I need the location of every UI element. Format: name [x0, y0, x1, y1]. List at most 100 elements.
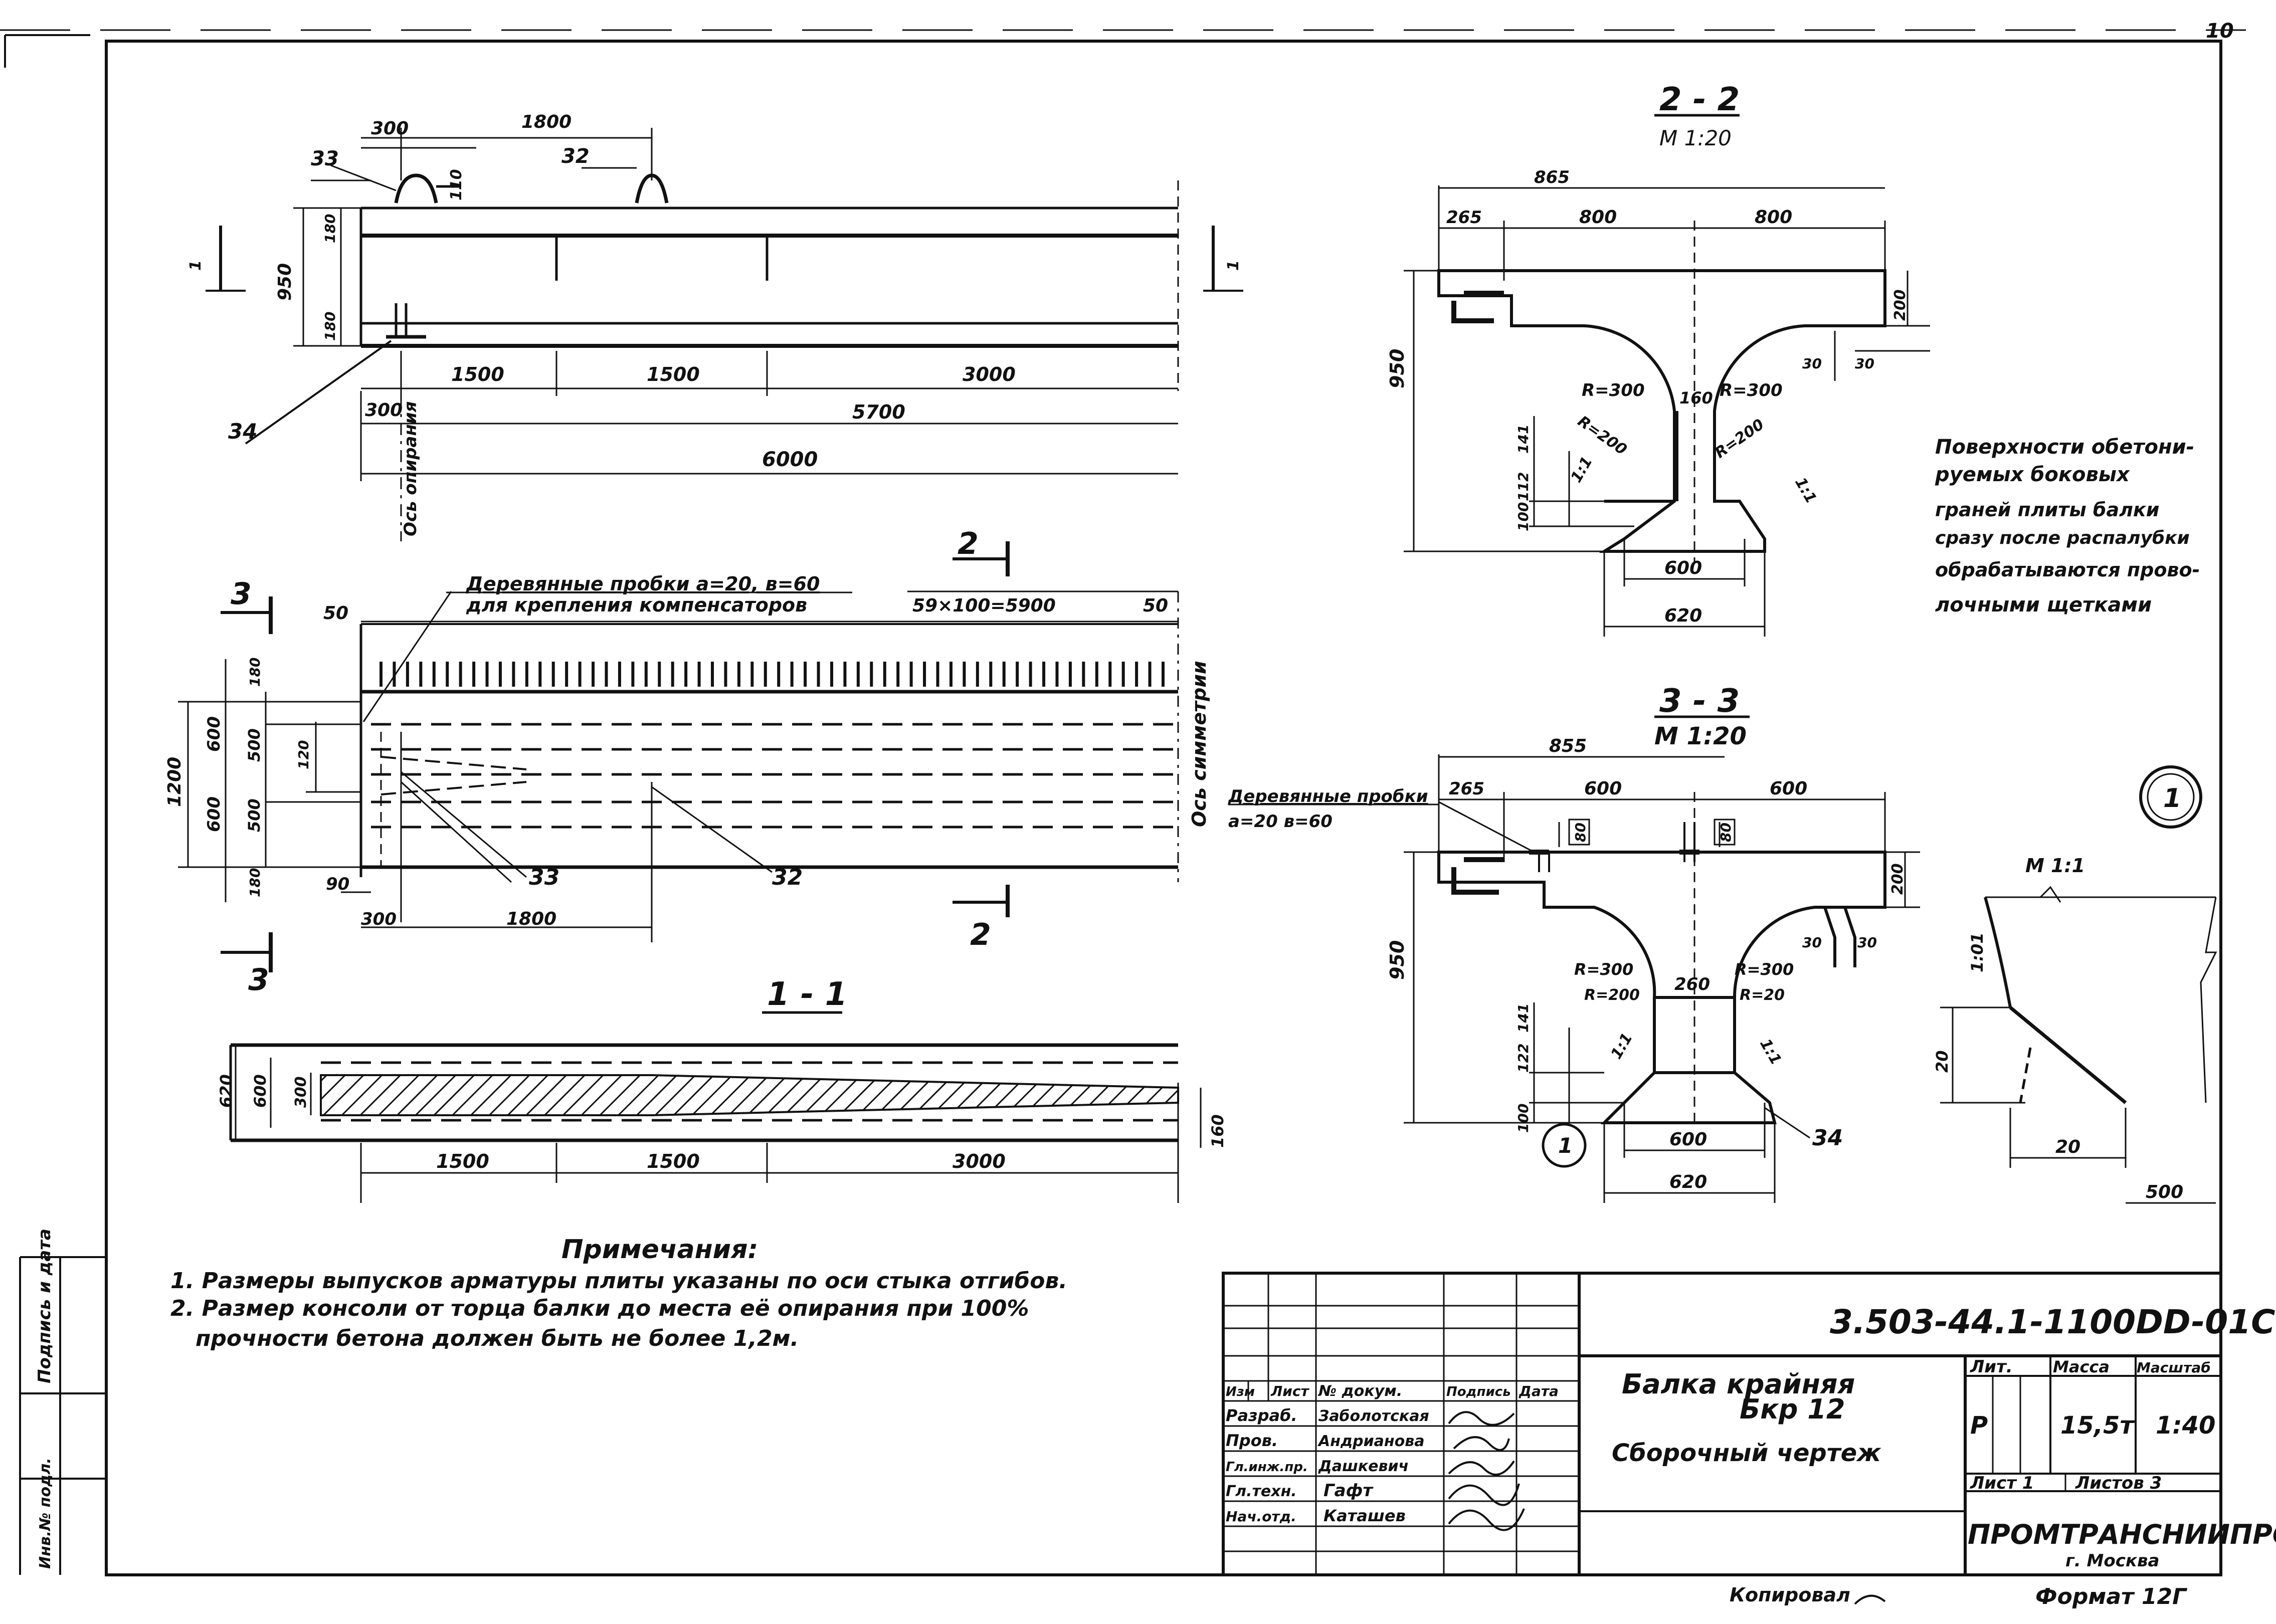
- plan-dim-50-right: 50: [1143, 595, 1168, 616]
- sec22-title: 2 - 2: [1659, 81, 1740, 118]
- section-2-2: [1404, 114, 1930, 637]
- sec33-dim-122: 122: [1515, 1044, 1532, 1073]
- sec33-title: 3 - 3: [1659, 683, 1740, 720]
- sec22-r200-right: R=200: [1712, 416, 1768, 462]
- elevation-labels: 300 1800 33 32 110 1500 1500 3000 300 57…: [187, 112, 1242, 536]
- elev-loop-h: 110: [448, 169, 465, 200]
- title-block: [1222, 1272, 2222, 1605]
- plan-dim-600b: 600: [204, 796, 224, 832]
- sec33-r300-left: R=300: [1574, 960, 1633, 979]
- notes-title: Примечания:: [561, 1235, 758, 1265]
- stamp-mass-label: Масса: [2053, 1357, 2110, 1376]
- elev-dim-5700: 5700: [852, 401, 905, 423]
- stamp-scale-value: 1:40: [2156, 1411, 2215, 1440]
- surface-note-4: сразу после распалубки: [1935, 528, 2190, 548]
- plan-dim-600a: 600: [204, 716, 224, 752]
- note-2b: прочности бетона должен быть не более 1,…: [196, 1326, 799, 1351]
- stamp-name-4: Гафт: [1323, 1481, 1374, 1501]
- surface-note-6: лочными щетками: [1935, 593, 2152, 617]
- node-1: [1940, 765, 2222, 1213]
- stamp-lit-value: Р: [1970, 1411, 1988, 1440]
- side-label-signature: Подпись и дата: [35, 1229, 55, 1383]
- sec33-dim-620: 620: [1669, 1172, 1707, 1192]
- sec33-dim-141: 141: [1515, 1003, 1532, 1033]
- elev-dim-1800: 1800: [521, 112, 572, 132]
- stamp-name-2: Андрианова: [1317, 1433, 1424, 1450]
- sec11-dim-3000: 3000: [953, 1150, 1006, 1172]
- plan-dim-pitch: 59×100=5900: [912, 595, 1056, 616]
- sec33-flange: 200: [1889, 863, 1907, 895]
- plan-mark-32: 32: [772, 865, 803, 890]
- node1-dim-20v: 20: [1933, 1050, 1952, 1073]
- node1-dim-20h: 20: [2055, 1137, 2080, 1157]
- stamp-role-5: Нач.отд.: [1226, 1508, 1296, 1525]
- plan-axis-sym: Ось симметрии: [1188, 661, 1210, 827]
- elev-cut-left: 1: [187, 260, 205, 271]
- elev-flange-top: 180: [322, 214, 338, 243]
- sec22-dim-141: 141: [1515, 425, 1532, 454]
- org-city: г. Москва: [2065, 1551, 2159, 1571]
- sec11-title: 1 - 1: [767, 976, 847, 1013]
- sec22-flange: 200: [1891, 289, 1909, 321]
- sec22-dim-800a: 800: [1579, 207, 1617, 228]
- sec22-dim-600: 600: [1664, 558, 1702, 578]
- elev-flange-bot: 180: [322, 312, 338, 341]
- note-2: 2. Размер консоли от торца балки до мест…: [170, 1296, 1029, 1321]
- elev-dim-1500b: 1500: [647, 363, 700, 385]
- sec33-r20-right: R=20: [1740, 986, 1785, 1004]
- plan-dim-120: 120: [295, 740, 312, 769]
- plan-mark-33: 33: [529, 865, 559, 890]
- plan-cut2-top: 2: [958, 526, 979, 561]
- sec22-dim-620: 620: [1664, 605, 1702, 626]
- sec33-plug-dim-a: 80: [1572, 823, 1589, 842]
- sec22-r300-right: R=300: [1720, 380, 1783, 400]
- org-name: ПРОМТРАНСНИИПРОЕКТ: [1968, 1519, 2276, 1550]
- beam-plan: [178, 541, 1179, 972]
- sec22-web: 160: [1679, 388, 1713, 408]
- sec22-dim-100: 100: [1515, 502, 1532, 531]
- plan-dim-500a: 500: [245, 728, 264, 762]
- stamp-h-sign: Подпись: [1446, 1384, 1511, 1399]
- elev-dim-1500a: 1500: [451, 363, 504, 385]
- plan-width: 1200: [164, 757, 185, 807]
- elev-mark-32: 32: [561, 145, 590, 168]
- doc-code: 3.503-44.1-1100DD-01СБ: [1830, 1303, 2276, 1341]
- sec22-dim-265: 265: [1446, 208, 1482, 228]
- sec33-r300-right: R=300: [1735, 960, 1794, 979]
- side-label-inventory: Инв.№ подл.: [37, 1458, 54, 1569]
- sec22-height: 950: [1386, 349, 1408, 388]
- sec22-r200-left: R=200: [1574, 413, 1630, 459]
- stamp-role-4: Гл.техн.: [1226, 1483, 1297, 1500]
- stamp-h-doc: № докум.: [1317, 1382, 1402, 1400]
- surface-note-1: Поверхности обетони-: [1935, 436, 2194, 459]
- stamp-role-2: Пров.: [1226, 1431, 1278, 1450]
- sec22-scale: М 1:20: [1659, 126, 1732, 150]
- elev-mark-33: 33: [311, 147, 339, 170]
- sec33-dim-855: 855: [1549, 736, 1587, 756]
- plan-note-plugs-2: для крепления компенсаторов: [466, 594, 807, 616]
- sec22-slope-right: 1:1: [1791, 475, 1820, 507]
- node1-label: 1: [2163, 783, 2181, 814]
- elev-axis-support: Ось опирания: [401, 401, 421, 537]
- sec11-dim-160: 160: [1208, 1114, 1227, 1148]
- stamp-h-izm: Изм: [1226, 1384, 1255, 1399]
- node1-slope: 1:01: [1968, 932, 1987, 972]
- stamp-sheets: Листов 3: [2075, 1473, 2162, 1493]
- title-line-3: Сборочный чертеж: [1612, 1439, 1881, 1467]
- plan-dim-180a: 180: [247, 658, 263, 687]
- node1-dim-500: 500: [2146, 1182, 2183, 1202]
- plan-cut3-bottom: 3: [248, 962, 269, 997]
- sheet-frame: [0, 29, 2246, 1576]
- plan-dim-500b: 500: [245, 798, 264, 832]
- elev-height: 950: [275, 263, 295, 301]
- stamp-role-3: Гл.инж.пр.: [1226, 1460, 1308, 1475]
- stamp-h-date: Дата: [1519, 1383, 1559, 1399]
- stamp-lit-label: Лит.: [1970, 1357, 2013, 1377]
- stamp-scale-label: Масштаб: [2137, 1359, 2211, 1376]
- sec11-dim-300: 300: [292, 1076, 310, 1108]
- elev-dim-3000: 3000: [963, 363, 1016, 385]
- plan-cut3-top: 3: [231, 576, 252, 612]
- sec11-dim-600: 600: [251, 1074, 270, 1108]
- title-line-2: Бкр 12: [1740, 1393, 1845, 1425]
- elev-dim-300: 300: [371, 118, 409, 139]
